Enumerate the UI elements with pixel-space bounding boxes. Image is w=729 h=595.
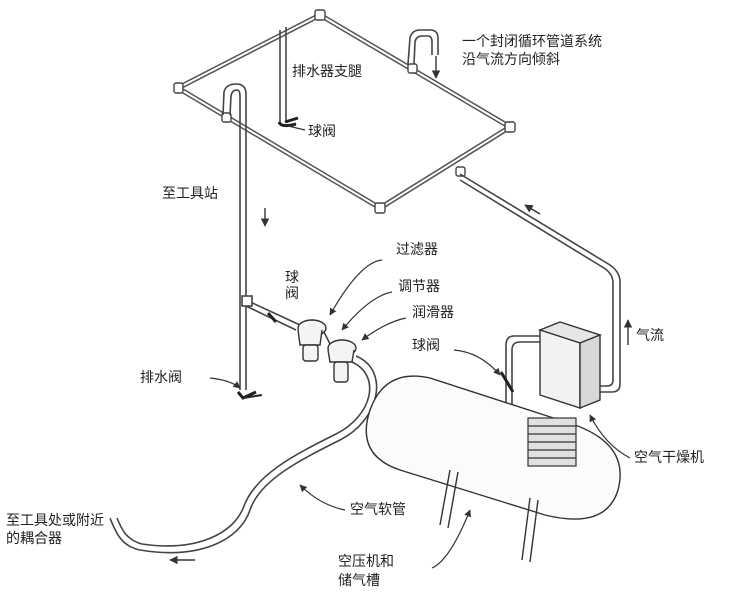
label-regulator: 调节器 xyxy=(398,279,440,295)
label-loop-slope: 沿气流方向倾斜 xyxy=(462,52,560,68)
label-lubricator: 润滑器 xyxy=(412,305,454,321)
drain-valve xyxy=(236,390,263,400)
pipe-fittings xyxy=(173,9,516,214)
label-drain-valve: 排水阀 xyxy=(140,370,182,386)
air-dryer xyxy=(537,321,603,410)
leader-lines xyxy=(209,125,631,569)
tank-outlet-pipe xyxy=(499,335,540,420)
filter-regulator-lubricator xyxy=(297,319,357,383)
frl-branch-pipe xyxy=(241,295,301,331)
label-drain-leg: 排水器支腿 xyxy=(292,64,362,80)
tool-station-drop-pipe xyxy=(222,83,270,390)
label-air-dryer: 空气干燥机 xyxy=(634,450,704,466)
air-tank xyxy=(365,375,621,563)
label-loop-system: 一个封闭循环管道系统 xyxy=(462,34,602,50)
label-ball-valve-right: 球阀 xyxy=(412,338,440,354)
label-airflow: 气流 xyxy=(636,328,664,344)
label-to-tool-coupler: 至工具处或附近的耦合器 xyxy=(6,513,104,547)
supply-gooseneck xyxy=(407,29,441,79)
label-compressor-tank: 空压机和储气槽 xyxy=(338,554,394,589)
label-ball-valve-top: 球阀 xyxy=(308,124,336,140)
closed-loop-pipe xyxy=(175,12,513,211)
drain-leg-pipe xyxy=(277,27,299,128)
label-to-tool-station: 至工具站 xyxy=(162,186,218,202)
label-filter: 过滤器 xyxy=(396,242,438,258)
label-ball-valve-vertical: 球阀 xyxy=(285,270,299,302)
label-air-hose: 空气软管 xyxy=(350,502,406,518)
compressor xyxy=(527,417,577,467)
dryer-supply-pipe xyxy=(459,173,633,393)
